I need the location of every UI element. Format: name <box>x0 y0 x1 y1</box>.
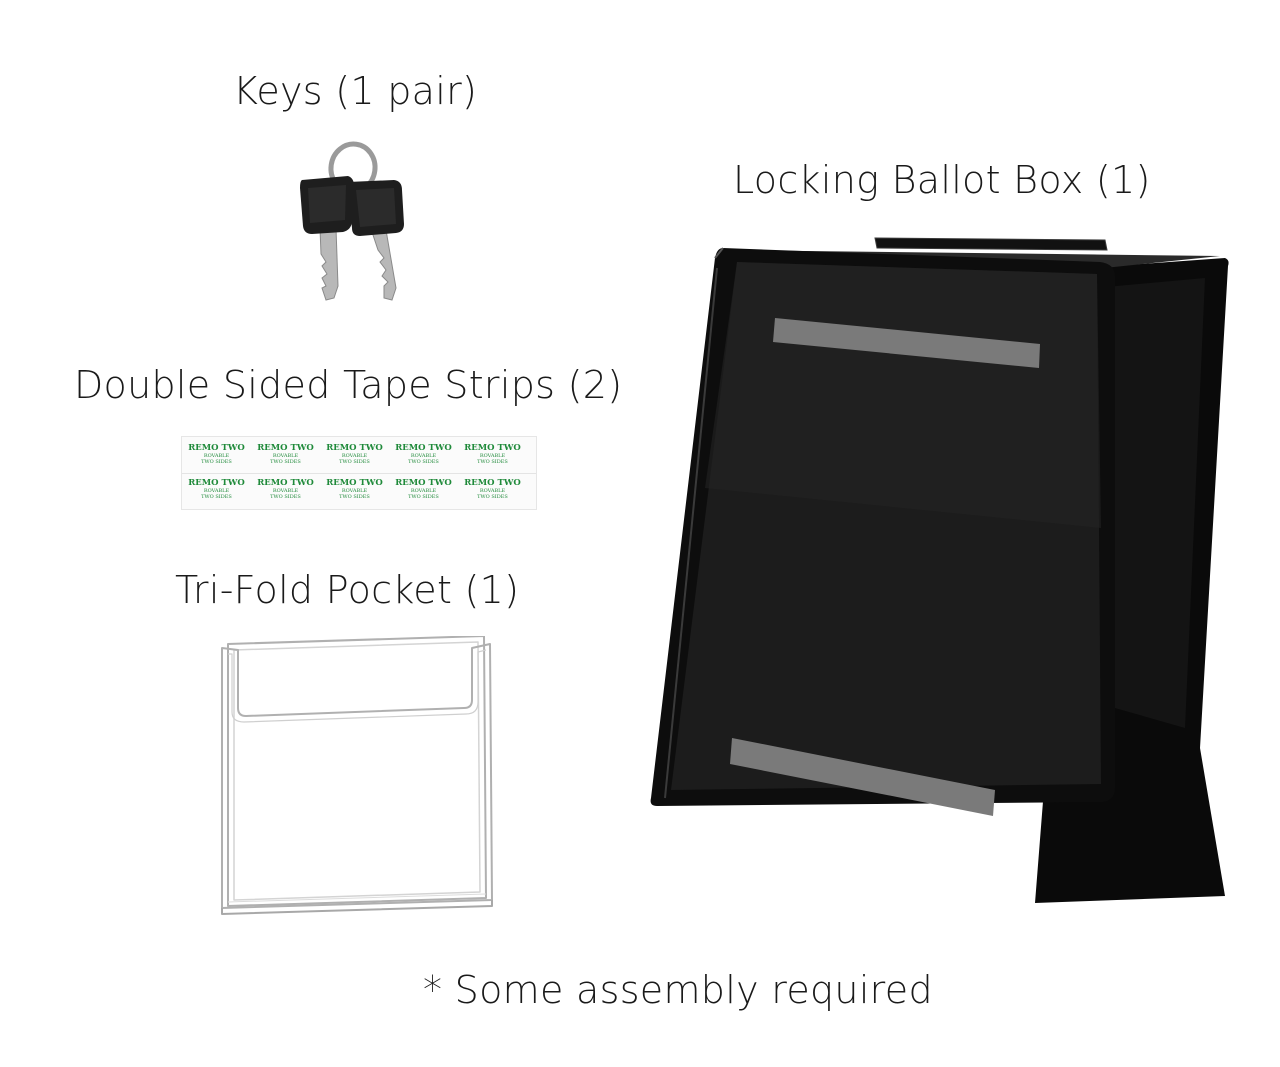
keys-label: Keys (1 pair) <box>233 69 478 113</box>
ballot-box-label: Locking Ballot Box (1) <box>733 158 1151 202</box>
tape-cell-note: TWO SIDES <box>201 459 232 465</box>
tape-cell-subtitle: ROVABLE <box>341 453 368 459</box>
tape-cell-note: TWO SIDES <box>270 494 301 500</box>
tape-cell-subtitle: ROVABLE <box>203 453 230 459</box>
tape-label-cell-partial: RE <box>527 437 536 472</box>
tape-cell-title: REMO TWO <box>188 478 245 488</box>
tape-cell-title: REMO TWO <box>464 443 521 453</box>
tape-strips-label: Double Sided Tape Strips (2) <box>74 363 623 407</box>
tape-cell-subtitle: ROVABLE <box>272 453 299 459</box>
ballot-box-image <box>650 237 1229 903</box>
tape-cell-note: TWO SIDES <box>408 494 439 500</box>
tape-cell-title: REMO TWO <box>395 443 452 453</box>
tape-cell-title: REMO TWO <box>464 478 521 488</box>
tape-cell-subtitle: ROVABLE <box>479 453 506 459</box>
tape-cell-subtitle: ROVABLE <box>410 453 437 459</box>
tape-cell-note: TWO SIDES <box>408 459 439 465</box>
tape-cell-title: REMO TWO <box>188 443 245 453</box>
tape-cell-title: REMO TWO <box>257 478 314 488</box>
tri-fold-pocket-label: Tri-Fold Pocket (1) <box>175 568 520 612</box>
tape-cell-note: TWO SIDES <box>477 494 508 500</box>
tape-cell-note: TWO SIDES <box>201 494 232 500</box>
tape-cell-title: REMO TWO <box>326 443 383 453</box>
tape-cell-subtitle: ROVABLE <box>410 488 437 494</box>
tape-cell-title: REMO TWO <box>326 478 383 488</box>
tape-cell-subtitle: ROVABLE <box>203 488 230 494</box>
tape-cell-subtitle: ROVABLE <box>272 488 299 494</box>
tape-strip-divider <box>182 473 536 474</box>
tape-cell-title: REMO TWO <box>257 443 314 453</box>
acrylic-pocket-image <box>221 636 493 915</box>
tape-cell-note: TWO SIDES <box>339 459 370 465</box>
keys-icon <box>300 141 404 301</box>
tape-cell-title: REMO TWO <box>395 478 452 488</box>
tape-label-cell-partial: RE <box>527 472 536 507</box>
assembly-footnote: * Some assembly required <box>423 968 933 1012</box>
tape-cell-subtitle: ROVABLE <box>341 488 368 494</box>
tape-cell-subtitle: ROVABLE <box>479 488 506 494</box>
tape-cell-note: TWO SIDES <box>477 459 508 465</box>
tape-cell-note: TWO SIDES <box>270 459 301 465</box>
tape-cell-note: TWO SIDES <box>339 494 370 500</box>
